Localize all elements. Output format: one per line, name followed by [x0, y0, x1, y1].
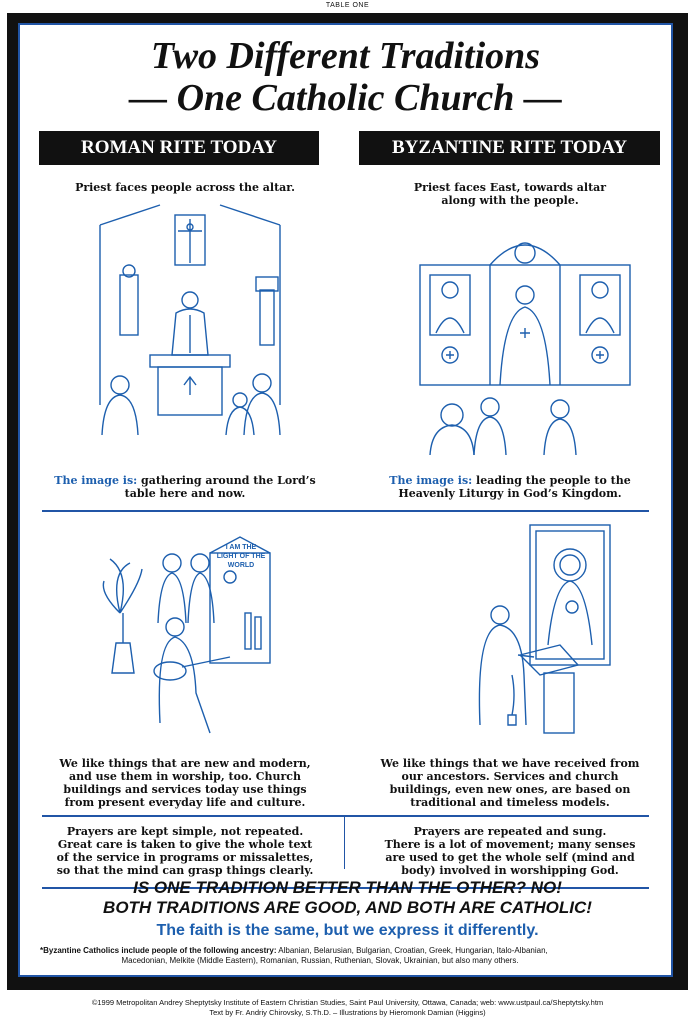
traditional-worship-line2: our ancestors. Services and church: [401, 770, 619, 783]
light-of-world-banner: I AM THE LIGHT OF THE WORLD: [216, 544, 266, 569]
modern-worship-line2: and use them in worship, too. Church: [69, 770, 301, 783]
byzantine-image-text: leading the people to the: [472, 474, 631, 487]
roman-image-label: The image is:: [54, 474, 138, 487]
poster-title-line1: Two Different Traditions: [150, 35, 541, 77]
section-divider-1: [42, 510, 649, 512]
repeated-prayers-line4: body) involved in worshipping God.: [401, 864, 619, 877]
roman-image-meaning: The image is: gathering around the Lord’…: [40, 474, 330, 500]
traditional-worship-line4: traditional and timeless models.: [410, 796, 610, 809]
byzantine-altar-caption: Priest faces East, towards altar along w…: [360, 181, 660, 207]
traditional-worship-line1: We like things that we have received fro…: [380, 757, 640, 770]
roman-altar-caption: Priest faces people across the altar.: [75, 181, 295, 194]
modern-worship-line4: from present everyday life and culture.: [64, 796, 306, 809]
repeated-prayers-line3: are used to get the whole self (mind and: [385, 851, 635, 864]
ancestry-footnote-lead: *Byzantine Catholics include people of t…: [40, 946, 277, 955]
byzantine-altar-illustration: [419, 242, 631, 456]
ancestry-footnote-list-2: Macedonian, Melkite (Middle Eastern), Ro…: [121, 956, 519, 965]
copyright-line: ©1999 Metropolitan Andrey Sheptytsky Ins…: [91, 998, 604, 1007]
credits-line: Text by Fr. Andriy Chirovsky, S.Th.D. – …: [209, 1008, 486, 1017]
simple-prayers-line1: Prayers are kept simple, not repeated.: [66, 825, 304, 838]
ancestry-footnote-list-1: Albanian, Belarusian, Bulgarian, Croatia…: [276, 946, 548, 955]
poster-frame: Two Different Traditions — One Catholic …: [7, 13, 688, 990]
section-divider-3: [42, 887, 649, 889]
poster-title-line2: — One Catholic Church —: [129, 77, 562, 119]
simple-prayers-line3: of the service in programs or missalette…: [56, 851, 314, 864]
repeated-prayers-text: Prayers are repeated and sung. There is …: [360, 825, 660, 877]
question-line: IS ONE TRADITION BETTER THAN THE OTHER? …: [133, 878, 562, 897]
column-divider: [344, 817, 345, 869]
roman-image-meaning-line2: table here and now.: [124, 487, 246, 500]
byzantine-altar-caption-line2: along with the people.: [441, 194, 579, 207]
roman-image-meaning-line1: The image is: gathering around the Lord’…: [40, 474, 330, 487]
simple-prayers-text: Prayers are kept simple, not repeated. G…: [40, 825, 330, 877]
repeated-prayers-line1: Prayers are repeated and sung.: [413, 825, 607, 838]
poster-panel: Two Different Traditions — One Catholic …: [18, 23, 673, 977]
byzantine-altar-caption-line1: Priest faces East, towards altar: [413, 181, 607, 194]
simple-prayers-line2: Great care is taken to give the whole te…: [57, 838, 313, 851]
faith-statement: The faith is the same, but we express it…: [156, 922, 539, 939]
traditional-worship-illustration: [478, 524, 611, 734]
roman-altar-illustration: [99, 204, 281, 436]
byzantine-image-meaning: The image is: leading the people to the …: [360, 474, 660, 500]
repeated-prayers-line2: There is a lot of movement; many senses: [384, 838, 636, 851]
roman-image-text: gathering around the Lord’s: [137, 474, 316, 487]
byzantine-image-meaning-line2: Heavenly Liturgy in God’s Kingdom.: [398, 487, 622, 500]
ancestry-footnote: *Byzantine Catholics include people of t…: [40, 946, 600, 966]
byzantine-image-label: The image is:: [389, 474, 473, 487]
byzantine-image-meaning-line1: The image is: leading the people to the: [360, 474, 660, 487]
traditional-worship-text: We like things that we have received fro…: [360, 757, 660, 809]
modern-worship-line3: buildings and services today use things: [63, 783, 307, 796]
roman-rite-header: ROMAN RITE TODAY: [39, 131, 319, 165]
section-divider-2: [42, 815, 649, 817]
byzantine-rite-header: BYZANTINE RITE TODAY: [359, 131, 660, 165]
simple-prayers-line4: so that the mind can grasp things clearl…: [56, 864, 314, 877]
modern-worship-line1: We like things that are new and modern,: [59, 757, 311, 770]
table-label: TABLE ONE: [325, 2, 370, 9]
answer-line: BOTH TRADITIONS ARE GOOD, AND BOTH ARE C…: [103, 898, 592, 917]
modern-worship-illustration: [102, 536, 271, 734]
traditional-worship-line3: buildings, even new ones, are based on: [389, 783, 631, 796]
modern-worship-text: We like things that are new and modern, …: [40, 757, 330, 809]
